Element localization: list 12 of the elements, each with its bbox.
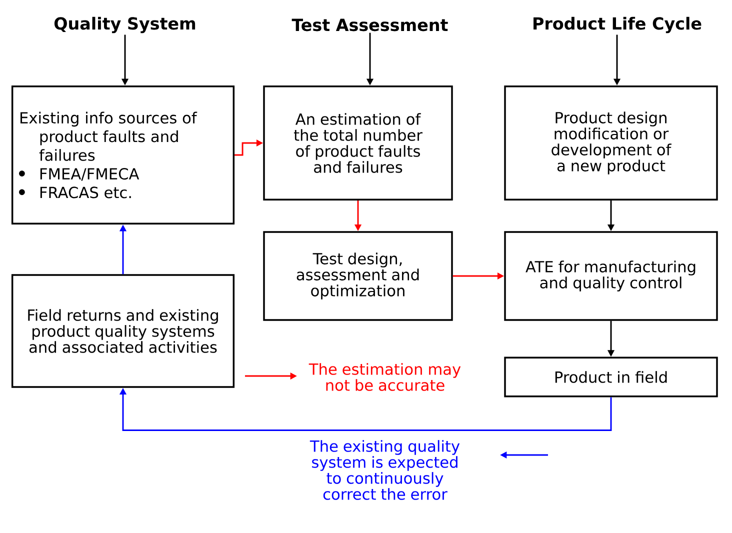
process-box: Product in field (504, 356, 718, 398)
process-box: Test design, assessment and optimization (263, 231, 453, 321)
process-box: Product design modification or development of a new product (504, 85, 718, 201)
heading: Product Life Cycle (534, 16, 702, 34)
legend-text: The existing quality system is expected to continuously correct the error (310, 440, 460, 500)
process-box: An estimation of the total number of product faults and failures (263, 85, 453, 201)
process-box: Existing info sources of product faults and failures FMEA/FMECA FRACAS etc. (11, 85, 235, 225)
process-box: ATE for manufacturing and quality control (504, 231, 718, 321)
heading: Test Assessment (292, 18, 448, 32)
heading: Quality System (54, 16, 196, 34)
legend-text: The estimation may not be accurate (308, 363, 461, 391)
process-box: Field returns and existing product quality systems and associated activities (11, 274, 235, 388)
